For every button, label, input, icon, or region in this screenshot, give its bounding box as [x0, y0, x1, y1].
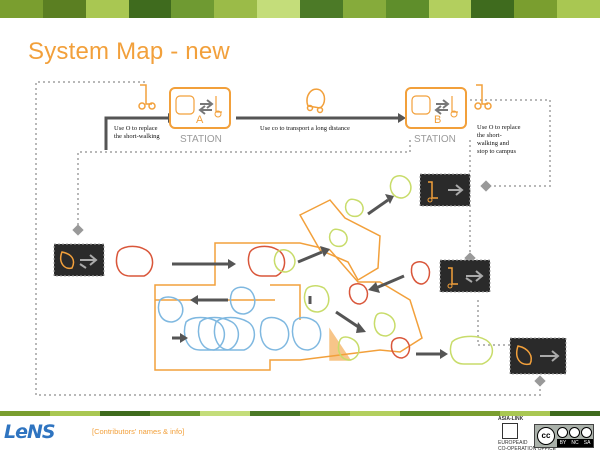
bottom-color-stripe	[0, 411, 600, 416]
dotted-frame-right	[470, 99, 551, 187]
station-b-box	[405, 87, 467, 129]
annotation-replace-a: Use O to replace the short-walking	[114, 125, 160, 140]
car-red-4	[348, 283, 369, 305]
lens-logo: LeNS	[4, 421, 56, 443]
station-a-letter: A	[196, 114, 204, 126]
arrow-a-to-b-head	[398, 113, 406, 123]
car-green-group	[273, 175, 494, 365]
station-dark-left	[53, 243, 105, 277]
page-title: System Map - new	[28, 38, 230, 65]
asia-link-logo: ASIA-LINK EUROPEAID CO-OPERATION OFFICE	[498, 416, 556, 452]
diamond-marker-icon	[72, 224, 84, 236]
annotation-replace-b: Use O to replace the short- walking and …	[477, 124, 521, 155]
dotted-path-b	[77, 140, 411, 230]
car-red-2	[247, 245, 286, 277]
station-dark-mid-right	[439, 259, 491, 293]
car-red-5	[390, 337, 411, 359]
car-red-3	[410, 261, 431, 285]
by-icon	[557, 427, 568, 438]
sa-icon	[581, 427, 592, 438]
station-a-label: STATION	[180, 134, 222, 145]
car-blue-group	[157, 286, 322, 351]
movement-arrows	[172, 194, 448, 359]
contributors-info: [Contributors' names & info]	[92, 427, 185, 436]
station-a-box	[169, 87, 231, 129]
dotted-frame-left	[35, 81, 541, 396]
cc-icon: cc	[537, 427, 555, 445]
diamond-marker-icon	[480, 180, 492, 192]
station-b-letter: B	[434, 114, 442, 126]
station-dark-bottom-right	[509, 337, 567, 375]
arrow-a-left	[104, 116, 168, 150]
nc-icon	[569, 427, 580, 438]
scooter-icon	[474, 84, 492, 110]
vehicle-icon	[306, 88, 326, 114]
creative-commons-badge[interactable]: cc BY NC SA	[534, 424, 594, 448]
top-color-stripe	[0, 0, 600, 18]
annotation-transport: Use co to transport a long distance	[260, 125, 350, 132]
car-red-1	[115, 245, 154, 277]
dotted-path-right	[477, 300, 520, 346]
diamond-marker-icon	[534, 375, 546, 387]
station-b-label: STATION	[414, 134, 456, 145]
scooter-icon	[138, 84, 156, 110]
station-dark-top-right	[419, 173, 471, 207]
